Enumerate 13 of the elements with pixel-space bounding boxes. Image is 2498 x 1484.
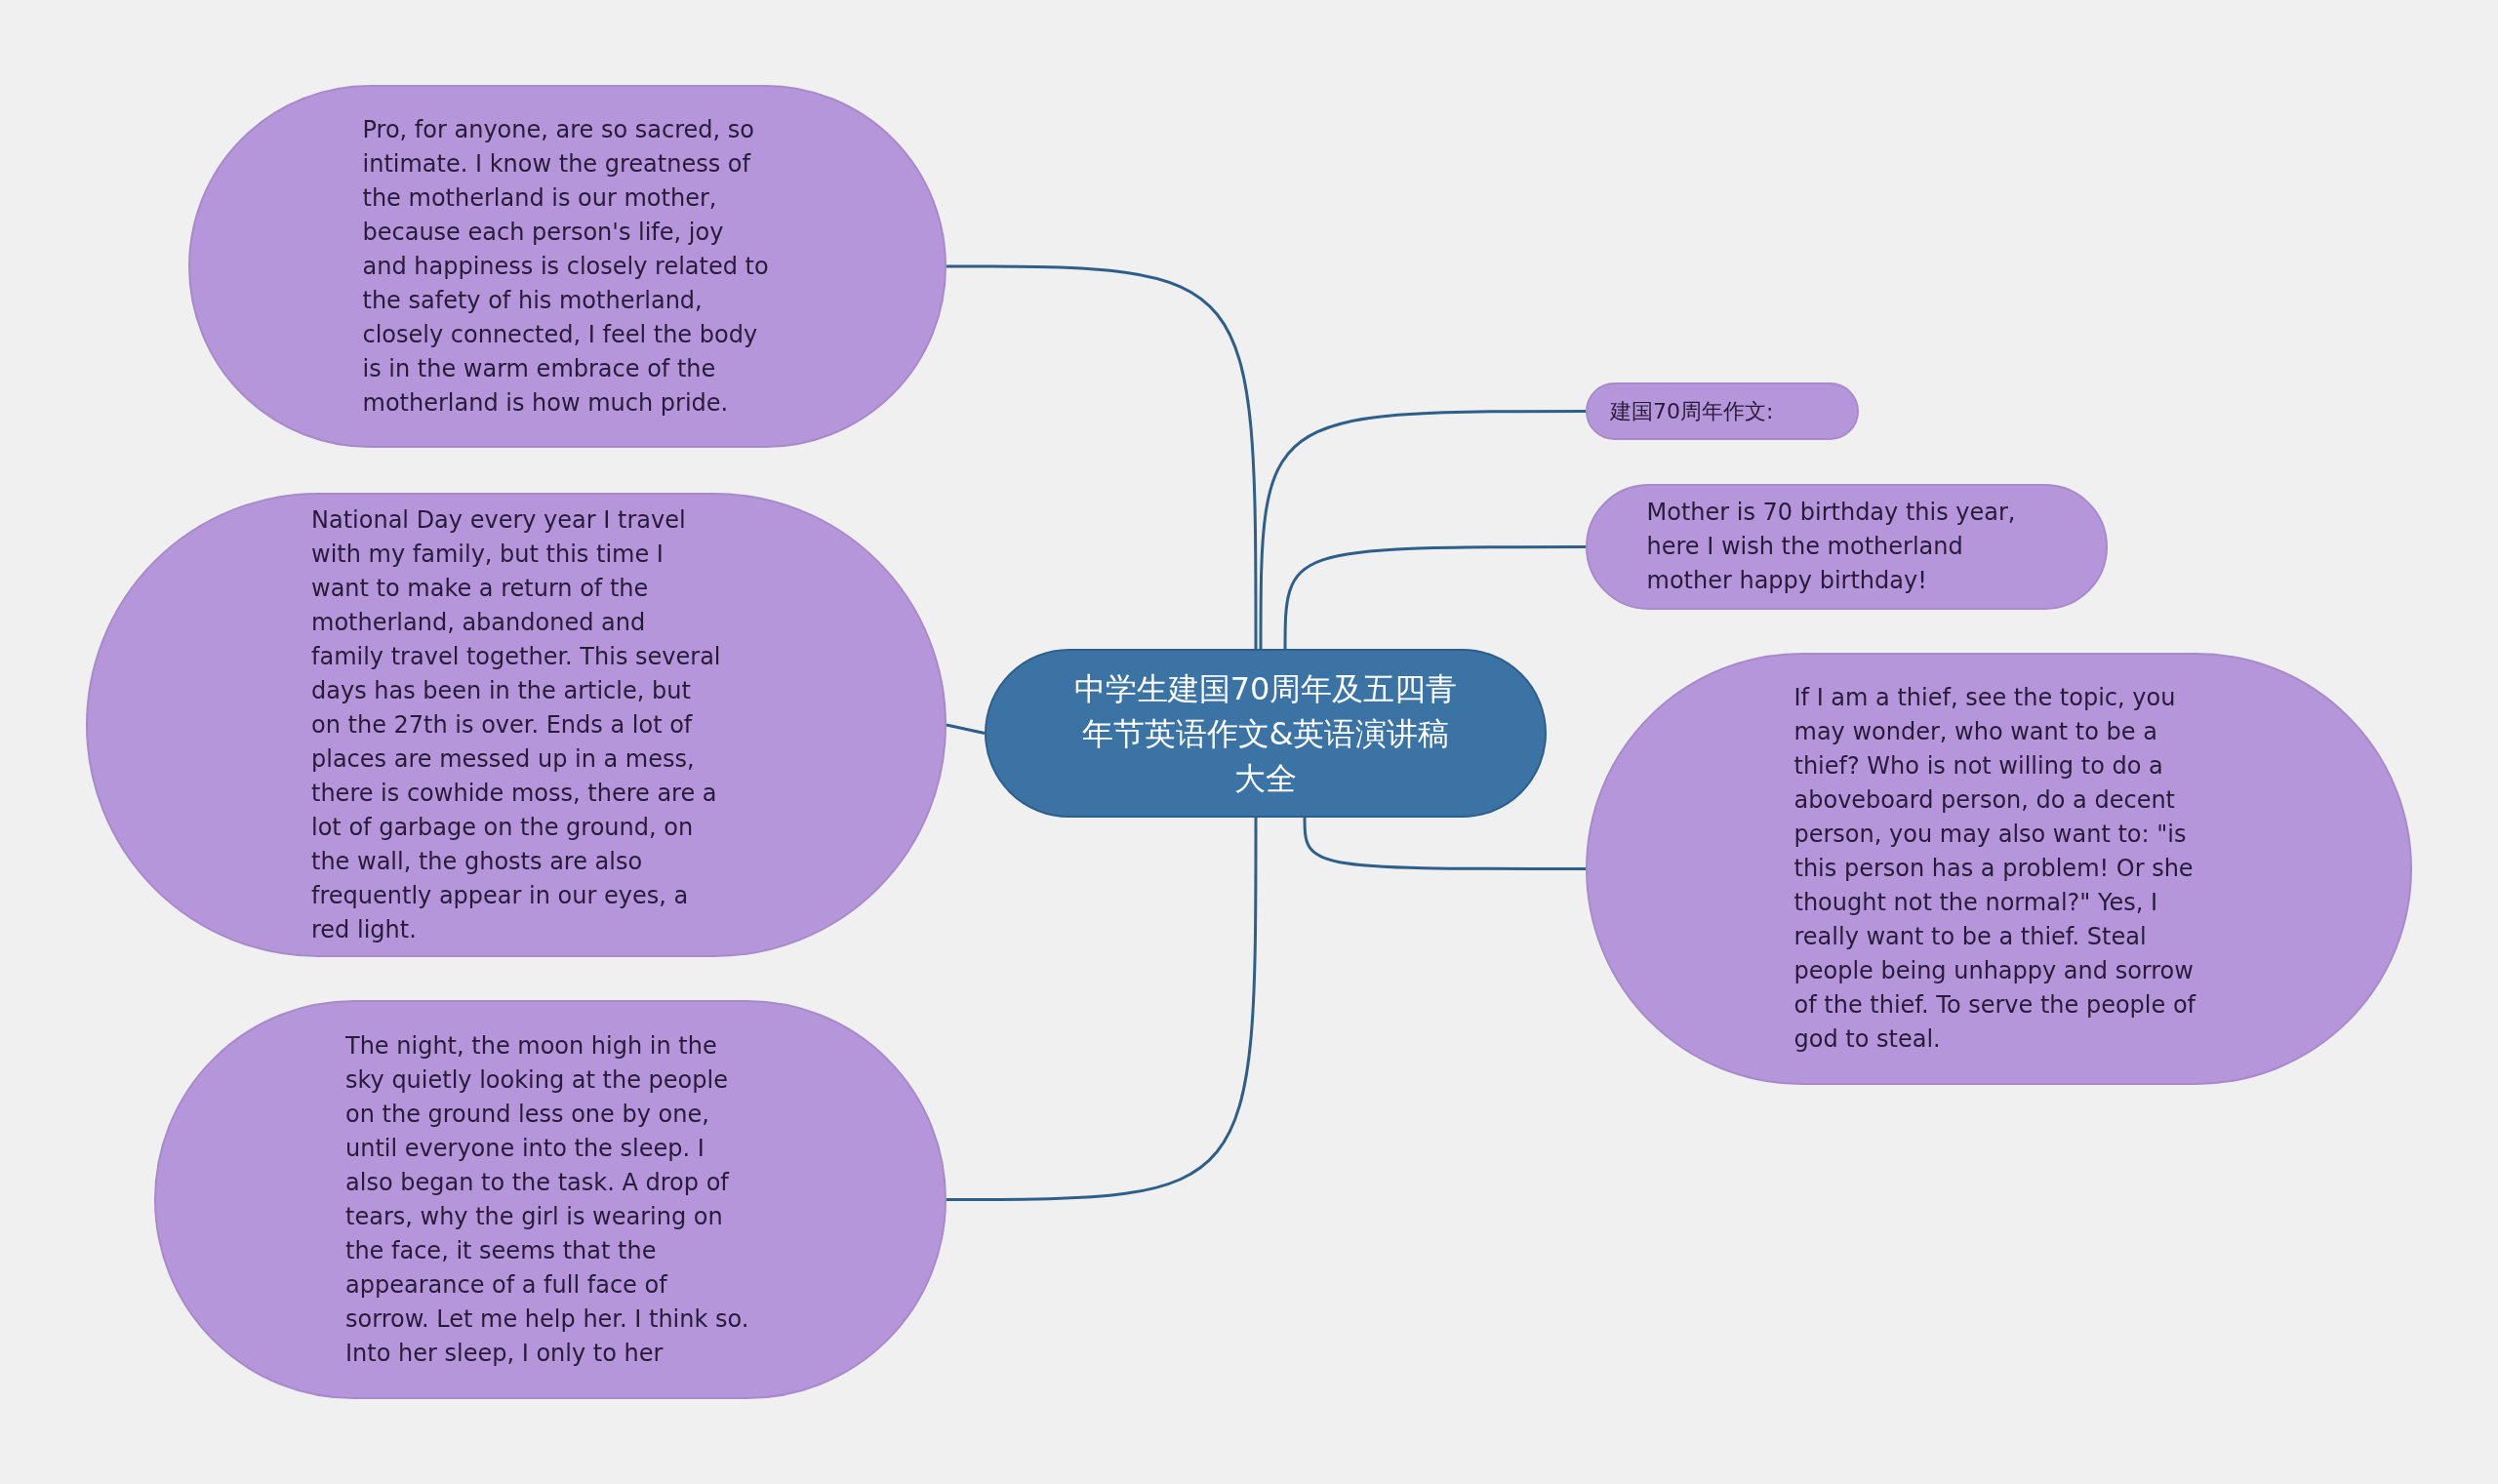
- topic-text: Pro, for anyone, are so sacred, so intimate. I know the greatness of the motherland is our mother, because each person's life, joy and happiness is closely related to the safety of his motherland, closely connected, I feel the body is in the warm embrace of the motherland is how much pride.: [362, 114, 770, 419]
- topic-text: National Day every year I travel with my family, but this time I want to make a return of the motherland, abandoned and family travel together. This several days has been in the article, but on the 27th is over. Ends a lot of places are messed up in a mess, there is cowhide moss, there are a lot of garbage on the ground, on the wall, the ghosts are also frequently appear in our eyes, a red light.: [311, 504, 721, 945]
- topic-text: 建国70周年作文:: [1610, 397, 1775, 425]
- central-topic-text: 中学生建国70周年及五四青年节英语作文&英语演讲稿大全: [1072, 668, 1459, 799]
- topic-text: Mother is 70 birthday this year, here I wish the motherland mother happy birthday!: [1646, 498, 2017, 596]
- connector-line: [1283, 545, 1586, 651]
- connector-line: [947, 816, 1258, 1201]
- connector-line: [1303, 816, 1586, 870]
- connector-line: [1259, 410, 1586, 651]
- topic-text: The night, the moon high in the sky quietly looking at the people on the ground less one by one, until everyone into the sleep. I also began to the task. A drop of tears, why the girl is wearing on the face, it seems that the appearance of a full face of sorrow. Let me help her. I think so. Into her sleep, I only to her: [345, 1030, 750, 1369]
- connector-line: [946, 723, 986, 735]
- connector-line: [947, 264, 1258, 651]
- topic-text: If I am a thief, see the topic, you may wonder, who want to be a thief? Who is not willing to do a aboveboard person, do a decent person, you may also want to: "is this person has a problem! Or she thought not the normal?" Yes, I really want to be a thief. Steal people being unhappy and sorrow of the thief. To serve the people of god to steal.: [1793, 683, 2197, 1055]
